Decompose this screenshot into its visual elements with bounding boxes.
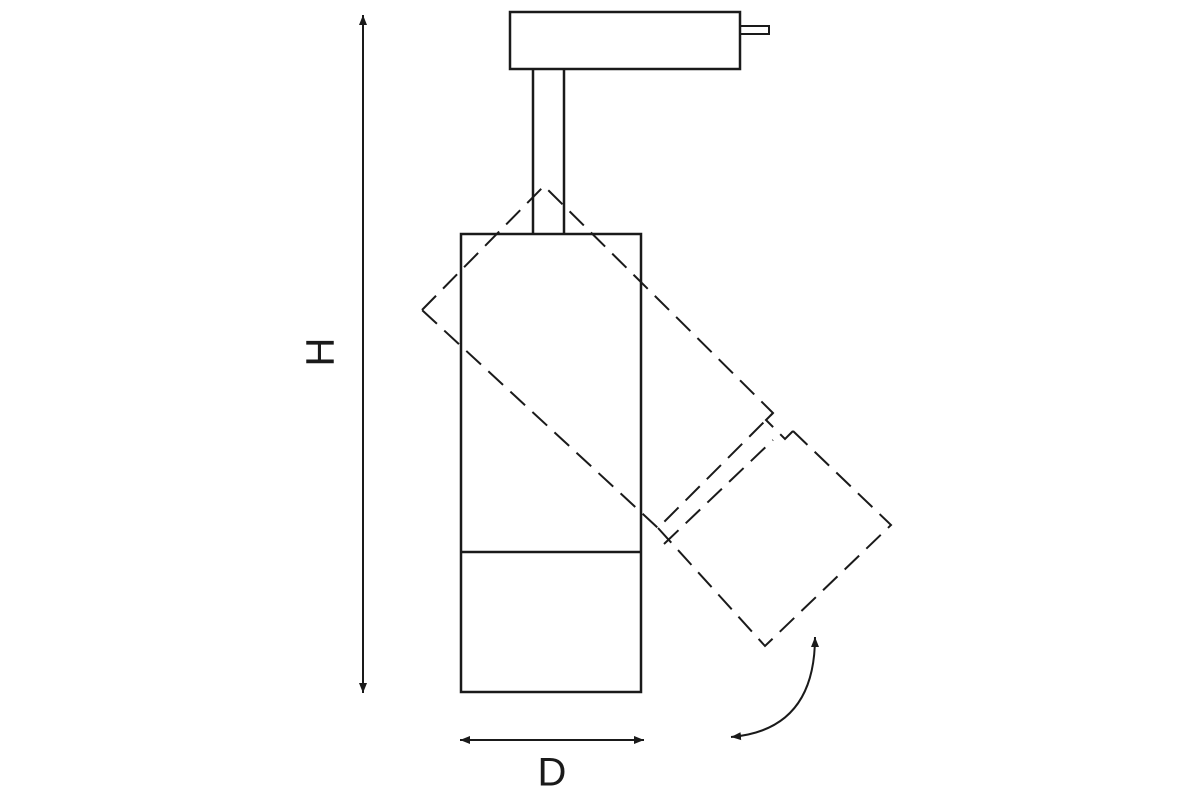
rotation-arrow <box>730 636 819 741</box>
height-label: H <box>299 338 343 367</box>
lamp-body <box>459 232 643 694</box>
track-adapter <box>508 10 742 71</box>
adapter-pin <box>739 25 770 35</box>
tilted-lamp-outline <box>421 184 893 648</box>
diameter-label: D <box>538 751 567 795</box>
